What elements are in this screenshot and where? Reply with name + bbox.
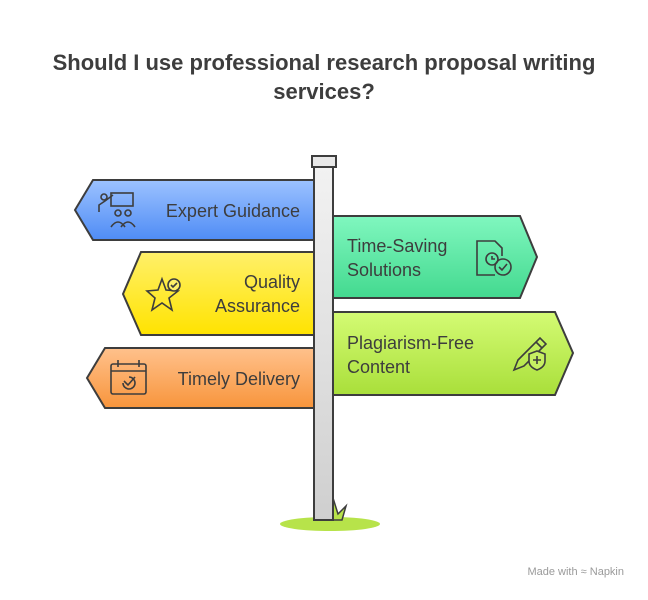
calendar-check-icon <box>110 360 147 395</box>
presentation-group-icon <box>98 192 136 228</box>
sign-label-line-1: Plagiarism-Free <box>347 333 474 353</box>
sign-label-line-1: Time-Saving <box>347 236 447 256</box>
page-title: Should I use professional research propo… <box>52 50 596 104</box>
pole-cap <box>311 155 337 168</box>
napkin-credit: Made with ≈ Napkin <box>527 566 624 578</box>
sign-time-saving-solutions: Time-Saving Solutions <box>332 215 539 299</box>
sign-label-line-2: Solutions <box>347 260 421 280</box>
document-clock-check-icon <box>476 240 512 276</box>
sign-label: Expert Guidance <box>166 201 300 221</box>
sign-plagiarism-free-content: Plagiarism-Free Content <box>332 311 575 396</box>
sign-quality-assurance: Quality Assurance <box>121 251 315 336</box>
sign-label: Timely Delivery <box>178 369 300 389</box>
pole <box>313 165 334 521</box>
sign-timely-delivery: Timely Delivery <box>85 347 315 409</box>
sign-expert-guidance: Expert Guidance <box>73 179 315 241</box>
sign-label-line-2: Assurance <box>215 296 300 316</box>
sign-label-line-2: Content <box>347 357 410 377</box>
pen-shield-icon <box>512 336 548 372</box>
sign-label-line-1: Quality <box>244 272 300 292</box>
star-check-icon <box>145 276 181 312</box>
